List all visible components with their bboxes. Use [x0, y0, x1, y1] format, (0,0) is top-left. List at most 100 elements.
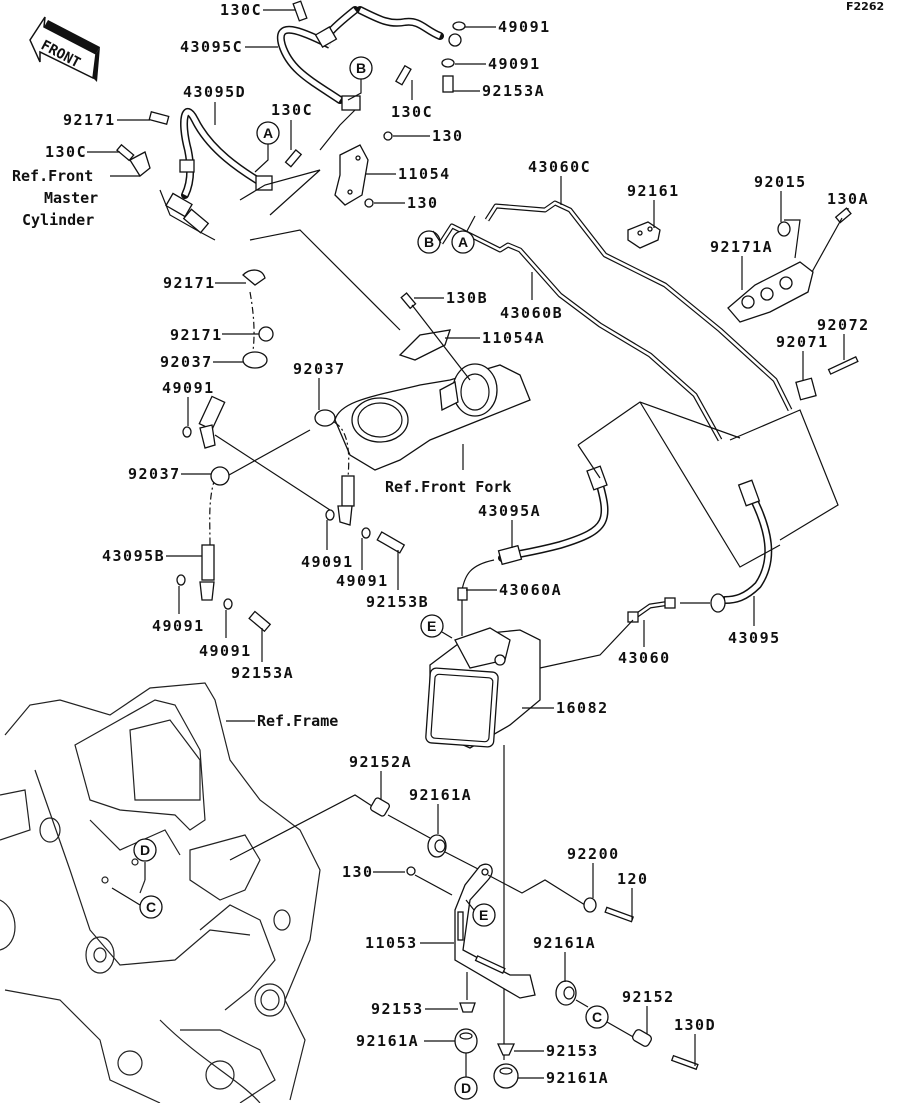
bracket-11053: [454, 863, 536, 999]
washers-49091-mid: [176, 426, 371, 610]
svg-text:92153A: 92153A: [482, 82, 545, 100]
label-130c-mid: 130C: [271, 101, 312, 150]
hose-end-a: [198, 395, 226, 449]
svg-text:130C: 130C: [391, 103, 433, 121]
label-43095: 43095: [728, 596, 781, 647]
leader-b-pipe: [432, 230, 442, 244]
callout-d-frame: D: [133, 838, 157, 862]
label-92071: 92071: [776, 333, 827, 380]
callout-c-bracket: C: [585, 1005, 609, 1029]
leader-e-bracket: [465, 899, 475, 911]
svg-text:49091: 49091: [301, 553, 354, 571]
clip-92171-c: [258, 326, 274, 342]
leader-a-pipe: [466, 215, 476, 232]
grommet-92015: [777, 221, 791, 237]
svg-text:11054A: 11054A: [482, 329, 545, 347]
svg-text:43095A: 43095A: [478, 502, 541, 520]
label-120: 120: [617, 870, 649, 920]
link-130-bracket: [414, 874, 453, 896]
svg-text:11053: 11053: [365, 934, 418, 952]
svg-text:92153A: 92153A: [231, 664, 294, 682]
leader-c-frame: [111, 887, 141, 906]
label-130-b: 130: [374, 194, 437, 212]
svg-text:11054: 11054: [398, 165, 451, 183]
leader-130b-link: [411, 304, 471, 381]
callout-e-abs: E: [420, 614, 444, 638]
bolt-130-c: [406, 866, 416, 876]
label-92152a: 92152A: [349, 753, 412, 800]
bolt-92153b: [376, 531, 406, 554]
abs-unit-16082: [425, 627, 541, 749]
hose-43095c: [276, 6, 462, 111]
bolt-130c-left: [116, 143, 135, 162]
clamp-92037-c: [210, 466, 230, 486]
label-92161: 92161: [627, 182, 678, 228]
label-92161a-a: 92161A: [409, 786, 472, 834]
svg-text:43095: 43095: [728, 629, 781, 647]
svg-text:Master: Master: [44, 189, 98, 207]
link-92200: [487, 874, 586, 906]
bolt-92153a-bot: [248, 610, 272, 633]
link-49091: [214, 434, 331, 511]
link-92161a-c: [575, 999, 589, 1008]
link-master-to-fork: [249, 229, 401, 331]
svg-text:92152A: 92152A: [349, 753, 412, 771]
master-cylinder-hose: [129, 151, 216, 241]
label-92153a-bot: 92153A: [231, 628, 294, 682]
bolt-130a: [834, 207, 852, 224]
label-130-a: 130: [393, 127, 462, 145]
bracket-11054: [334, 144, 369, 206]
svg-text:92171: 92171: [163, 274, 216, 292]
svg-text:130C: 130C: [45, 143, 87, 161]
bolt-130-a: [383, 131, 393, 141]
hose-43095b-dash: [209, 477, 216, 546]
svg-text:92171A: 92171A: [710, 238, 773, 256]
callout-b-top: B: [349, 56, 373, 80]
grommet-92161a-a: [427, 834, 447, 858]
svg-text:92161A: 92161A: [533, 934, 596, 952]
mount-92153-b: [496, 1043, 516, 1056]
svg-text:43060: 43060: [618, 649, 671, 667]
clamp-92161: [627, 221, 661, 249]
svg-text:92161A: 92161A: [546, 1069, 609, 1087]
svg-text:92161A: 92161A: [409, 786, 472, 804]
link-43095-right: [729, 409, 839, 541]
svg-text:Ref.Front: Ref.Front: [12, 167, 93, 185]
pipe-43060b: [438, 223, 723, 442]
svg-text:C: C: [146, 899, 156, 915]
svg-text:130B: 130B: [446, 289, 488, 307]
svg-text:92037: 92037: [128, 465, 181, 483]
label-92200: 92200: [567, 845, 618, 898]
label-16082: 16082: [522, 699, 607, 717]
svg-text:Ref.Frame: Ref.Frame: [257, 712, 338, 730]
svg-text:130: 130: [342, 863, 374, 881]
svg-text:92072: 92072: [817, 316, 870, 334]
svg-text:E: E: [427, 618, 436, 634]
leader-130a-link: [811, 217, 843, 273]
label-92153a-top: 92153A: [453, 82, 545, 100]
callout-a-pipe: A: [451, 230, 475, 254]
hose-end-b: [337, 475, 355, 526]
label-43095d: 43095D: [183, 83, 246, 125]
label-ref-front-fork: Ref.Front Fork: [385, 444, 511, 496]
bolt-92153a-top: [442, 75, 454, 93]
svg-text:43095D: 43095D: [183, 83, 246, 101]
label-43060: 43060: [618, 620, 671, 667]
svg-text:92153B: 92153B: [366, 593, 429, 611]
svg-text:49091: 49091: [162, 379, 215, 397]
pipe-43060c: [484, 200, 793, 412]
svg-text:C: C: [592, 1009, 602, 1025]
pipe-43060: [627, 597, 676, 623]
svg-text:120: 120: [617, 870, 649, 888]
label-92161a-c: 92161A: [356, 1032, 455, 1050]
label-92171-c: 92171: [170, 326, 259, 344]
svg-text:49091: 49091: [152, 617, 205, 635]
label-92161a-d: 92161A: [518, 1069, 609, 1087]
pin-92072: [827, 355, 859, 375]
label-11053: 11053: [365, 934, 454, 952]
svg-text:92171: 92171: [63, 111, 116, 129]
label-92171-b: 92171: [163, 274, 246, 292]
leader-92015-link: [784, 219, 801, 259]
bracket-link-a: [239, 169, 321, 216]
